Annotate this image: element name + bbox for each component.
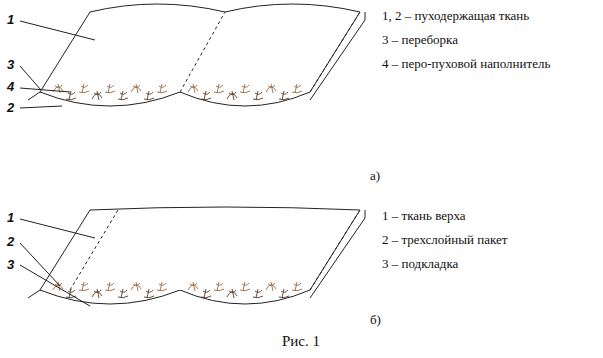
down-feather bbox=[227, 91, 237, 100]
legend-text: 2 – трехслойный пакет bbox=[382, 232, 507, 247]
down-feather bbox=[188, 84, 198, 93]
down-feather bbox=[253, 91, 263, 100]
legend-text: 3 – подкладка bbox=[382, 256, 458, 271]
down-feather bbox=[118, 91, 128, 100]
down-feather bbox=[105, 84, 115, 93]
down-feather bbox=[253, 289, 263, 298]
down-feather bbox=[118, 289, 128, 298]
down-feather bbox=[79, 282, 89, 291]
figure-a bbox=[20, 4, 365, 108]
callout-number: 3 bbox=[7, 257, 14, 272]
down-feather bbox=[266, 282, 276, 291]
down-feather bbox=[214, 84, 224, 93]
down-feather bbox=[92, 289, 102, 298]
down-feather bbox=[79, 84, 89, 93]
legend-text: 3 – переборка bbox=[382, 32, 458, 47]
down-feather bbox=[266, 84, 276, 93]
down-feather bbox=[214, 282, 224, 291]
legend-text: 1, 2 – пуходержащая ткань bbox=[382, 8, 529, 23]
callout-number: 3 bbox=[7, 57, 14, 72]
legend-text: 1 – ткань верха bbox=[382, 208, 466, 223]
figure-caption: Рис. 1 bbox=[282, 334, 320, 349]
down-feather bbox=[292, 84, 302, 93]
subfigure-label: а) bbox=[370, 168, 380, 183]
down-feather bbox=[157, 84, 167, 93]
callout-number: 2 bbox=[7, 100, 14, 115]
subfigure-label: б) bbox=[370, 312, 381, 327]
callout-number: 1 bbox=[7, 210, 14, 225]
callout-number: 2 bbox=[7, 234, 14, 249]
down-feather bbox=[292, 282, 302, 291]
down-feather bbox=[144, 289, 154, 298]
down-feather bbox=[279, 91, 289, 100]
down-feather bbox=[157, 282, 167, 291]
down-feather bbox=[188, 282, 198, 291]
down-feather bbox=[105, 282, 115, 291]
down-feather bbox=[279, 289, 289, 298]
callout-number: 4 bbox=[7, 79, 14, 94]
down-feather bbox=[66, 91, 76, 100]
down-feather bbox=[144, 91, 154, 100]
down-feather bbox=[201, 91, 211, 100]
down-feather bbox=[240, 84, 250, 93]
down-feather bbox=[227, 289, 237, 298]
down-feather bbox=[131, 84, 141, 93]
down-feather bbox=[92, 91, 102, 100]
down-feather bbox=[201, 289, 211, 298]
down-feather bbox=[131, 282, 141, 291]
callout-number: 1 bbox=[7, 12, 14, 27]
figure-b bbox=[20, 207, 365, 306]
legend-text: 4 – перо-пуховой наполнитель bbox=[382, 56, 550, 71]
down-feather bbox=[240, 282, 250, 291]
